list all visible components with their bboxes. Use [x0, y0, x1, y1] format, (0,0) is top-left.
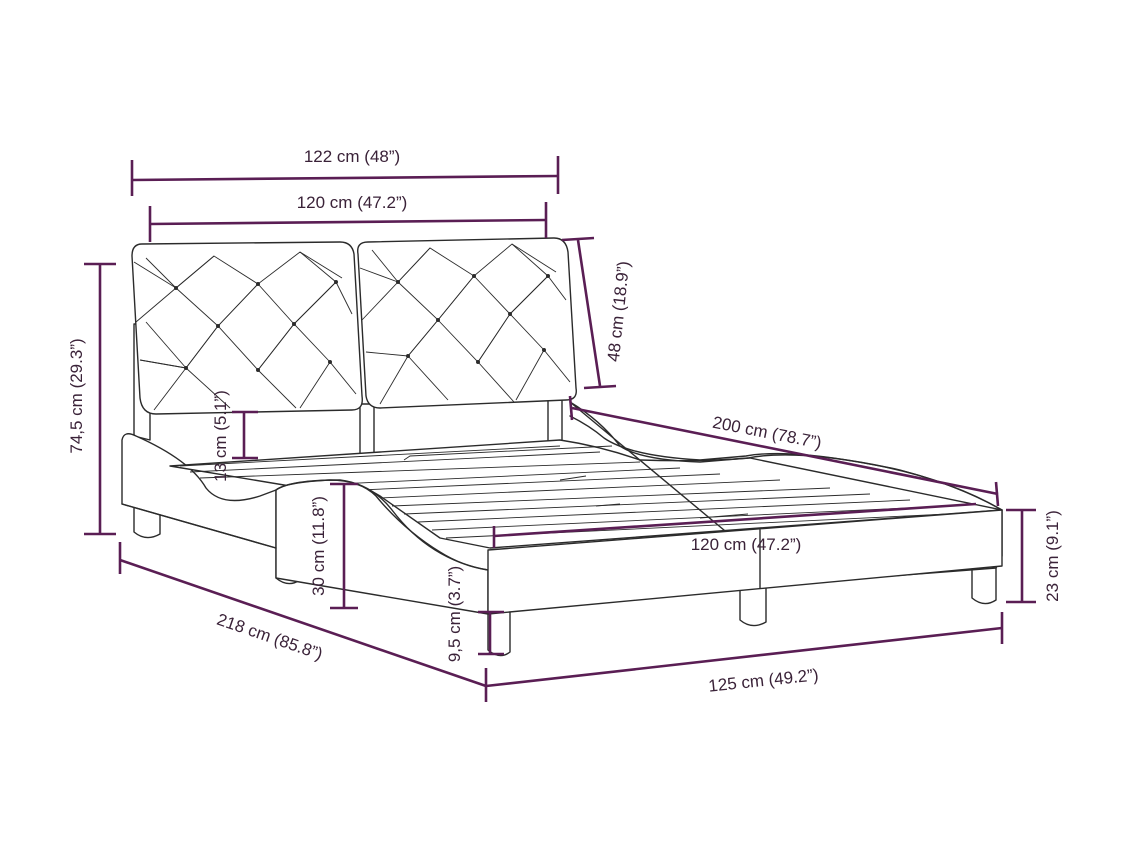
- label-120cm-top: 120 cm (47.2”): [297, 193, 408, 212]
- leg-front-middle: [739, 586, 767, 627]
- bed-drawing: [121, 237, 1003, 657]
- rear-base-edge: [121, 503, 277, 549]
- foot-board: [487, 509, 1003, 615]
- label-48cm: 48 cm (18.9”): [604, 260, 633, 363]
- label-13cm: 13 cm (5.1”): [211, 390, 230, 482]
- tufting-left: [133, 251, 357, 411]
- leg-back-left: [133, 506, 161, 539]
- label-9-5cm: 9,5 cm (3.7”): [445, 566, 464, 662]
- tuft-buttons: [174, 274, 550, 372]
- leg-front-corner: [487, 612, 511, 657]
- label-74-5cm: 74,5 cm (29.3”): [67, 338, 86, 453]
- label-30cm: 30 cm (11.8”): [309, 496, 328, 596]
- label-23cm: 23 cm (9.1”): [1043, 510, 1062, 602]
- headboard-panel-left: [131, 241, 363, 415]
- slats: [179, 445, 991, 539]
- leg-front-right: [971, 568, 997, 605]
- headboard-panel-right: [357, 237, 577, 409]
- label-218cm: 218 cm (85.8”): [214, 610, 325, 664]
- label-120cm-inner: 120 cm (47.2”): [691, 535, 802, 554]
- tufting-right: [359, 243, 571, 405]
- headboard-post-right: [547, 395, 563, 447]
- label-122cm: 122 cm (48”): [304, 147, 400, 166]
- dimension-lines: [84, 156, 1036, 702]
- dimension-labels: 122 cm (48”) 120 cm (47.2”) 48 cm (18.9”…: [67, 147, 1062, 696]
- headboard-post-left: [359, 403, 375, 457]
- label-125cm: 125 cm (49.2”): [707, 665, 819, 695]
- front-left-curve: [275, 479, 489, 571]
- side-rail-right-top: [569, 415, 1003, 511]
